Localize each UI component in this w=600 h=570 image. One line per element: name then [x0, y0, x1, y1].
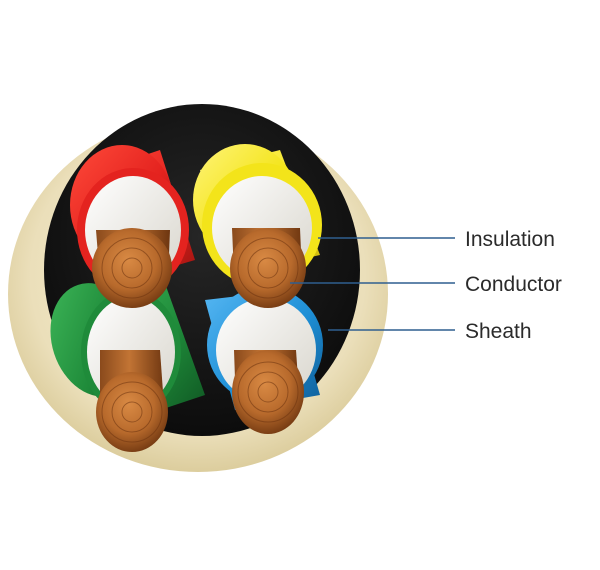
insulation-label: Insulation [465, 228, 555, 251]
conductor-strands [101, 237, 299, 443]
core-blue [205, 287, 323, 434]
sheath-label: Sheath [465, 320, 532, 343]
core-yellow [193, 144, 322, 308]
core-green [50, 275, 205, 452]
conductor-label: Conductor [465, 273, 562, 296]
